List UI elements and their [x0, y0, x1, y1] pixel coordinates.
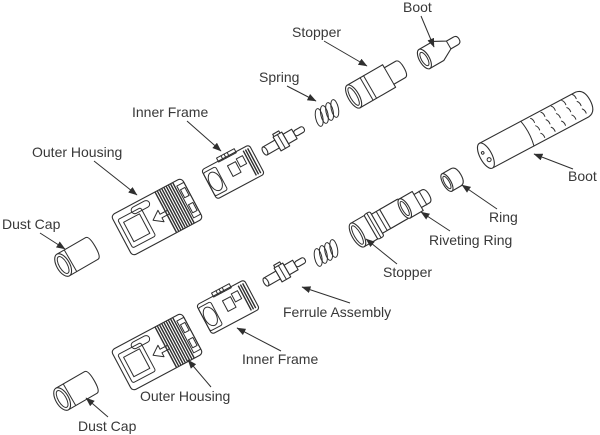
label-inner-frame-top: Inner Frame	[132, 104, 208, 120]
label-outer-housing-top: Outer Housing	[32, 144, 122, 160]
leader-boot-top	[420, 15, 435, 48]
label-spring: Spring	[259, 69, 299, 85]
label-ring: Ring	[489, 209, 518, 225]
label-dust-cap-top: Dust Cap	[2, 216, 61, 232]
leader-inner-frame-top	[186, 120, 222, 152]
outer-housing-part-bottom	[110, 312, 204, 392]
inner-frame-part-top	[199, 140, 266, 200]
leader-stopper-top	[323, 40, 368, 67]
leader-outer-housing-top	[93, 160, 138, 196]
label-riveting-ring: Riveting Ring	[429, 232, 512, 248]
leader-ring	[461, 184, 498, 210]
boot-part-right	[473, 87, 598, 172]
leader-outer-housing-bottom	[187, 359, 212, 388]
leader-boot-right	[533, 153, 574, 170]
label-boot-top: Boot	[403, 0, 432, 15]
label-stopper-bottom: Stopper	[383, 264, 432, 280]
leader-stopper-bottom	[365, 238, 398, 265]
ferrule-assembly-part-top	[257, 118, 309, 160]
stopper-part-top	[341, 55, 411, 112]
ring-part	[437, 165, 467, 194]
leader-inner-frame-bottom	[236, 327, 282, 352]
leader-spring-top	[286, 85, 317, 102]
boot-part-top	[414, 28, 466, 72]
dust-cap-part-top	[50, 235, 102, 280]
label-stopper-top: Stopper	[292, 24, 341, 40]
spring-part-bottom	[307, 236, 345, 270]
ferrule-assembly-part-bottom	[258, 249, 310, 291]
label-inner-frame-bottom: Inner Frame	[242, 351, 318, 367]
leader-dust-cap-bottom	[85, 397, 109, 418]
label-outer-housing-bottom: Outer Housing	[140, 388, 230, 404]
spring-part-top	[308, 96, 346, 130]
leader-riveting-ring	[420, 211, 451, 232]
dust-cap-part-bottom	[49, 369, 101, 414]
leader-ferrule-assembly	[301, 286, 351, 304]
label-boot-right: Boot	[568, 168, 597, 184]
inner-frame-part-bottom	[194, 275, 261, 335]
label-dust-cap-bottom: Dust Cap	[78, 418, 137, 434]
leader-dust-cap-top	[39, 232, 66, 250]
label-ferrule-assembly: Ferrule Assembly	[283, 304, 391, 320]
outer-housing-part-top	[110, 177, 204, 257]
